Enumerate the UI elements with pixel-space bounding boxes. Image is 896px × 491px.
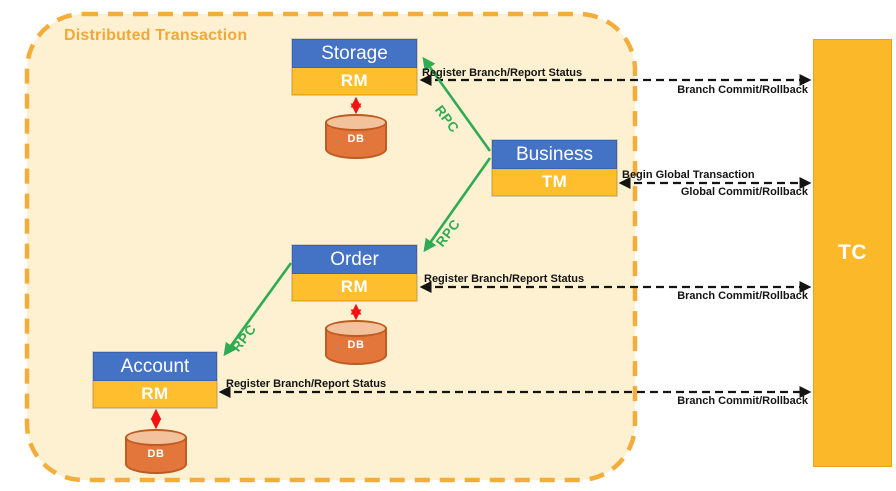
order-register-label: Register Branch/Report Status bbox=[424, 273, 585, 285]
storage-branch-commit-label: Branch Commit/Rollback bbox=[677, 84, 808, 96]
order-app-label: Order bbox=[330, 248, 379, 270]
account-rm-label: RM bbox=[141, 384, 169, 403]
order-app-box: Order bbox=[292, 245, 417, 274]
business-app-box: Business bbox=[492, 140, 617, 169]
business-app-label: Business bbox=[515, 143, 594, 165]
storage-app-box: Storage bbox=[292, 39, 417, 68]
storage-service: Storage RM bbox=[292, 39, 417, 95]
business-tm-box: TM bbox=[492, 169, 617, 196]
tc-coordinator-box: TC bbox=[813, 39, 892, 467]
account-branch-commit-label: Branch Commit/Rollback bbox=[677, 395, 808, 407]
account-db-cylinder: DB bbox=[125, 429, 187, 475]
account-service: Account RM bbox=[93, 352, 217, 408]
begin-global-transaction-label: Begin Global Transaction bbox=[622, 169, 755, 181]
storage-db-cylinder: DB bbox=[325, 114, 387, 160]
rpc-order-account bbox=[223, 262, 293, 357]
rpc-business-storage bbox=[422, 56, 492, 152]
rpc-business-order bbox=[423, 157, 492, 253]
business-tm-label: TM bbox=[541, 172, 568, 191]
order-db-cylinder: DB bbox=[325, 320, 387, 366]
db-cylinder-top bbox=[325, 320, 387, 337]
order-rm-box: RM bbox=[292, 274, 417, 301]
account-db-label: DB bbox=[147, 448, 165, 460]
storage-app-label: Storage bbox=[321, 42, 388, 64]
business-service: Business TM bbox=[492, 140, 617, 196]
account-app-label: Account bbox=[120, 355, 190, 377]
global-commit-rollback-label: Global Commit/Rollback bbox=[680, 186, 808, 198]
db-cylinder-top bbox=[125, 429, 187, 446]
tc-label: TC bbox=[838, 241, 867, 264]
account-register-label: Register Branch/Report Status bbox=[226, 378, 387, 390]
storage-rm-box: RM bbox=[292, 68, 417, 95]
account-app-box: Account bbox=[93, 352, 217, 381]
storage-rm-label: RM bbox=[340, 71, 369, 90]
order-service: Order RM bbox=[292, 245, 417, 301]
boundary-title: Distributed Transaction bbox=[64, 27, 248, 44]
account-rm-box: RM bbox=[93, 381, 217, 408]
order-branch-commit-label: Branch Commit/Rollback bbox=[677, 290, 808, 302]
storage-db-label: DB bbox=[347, 133, 365, 145]
storage-register-label: Register Branch/Report Status bbox=[422, 67, 583, 79]
order-db-label: DB bbox=[347, 339, 365, 351]
db-cylinder-top bbox=[325, 114, 387, 131]
order-rm-label: RM bbox=[340, 277, 369, 296]
